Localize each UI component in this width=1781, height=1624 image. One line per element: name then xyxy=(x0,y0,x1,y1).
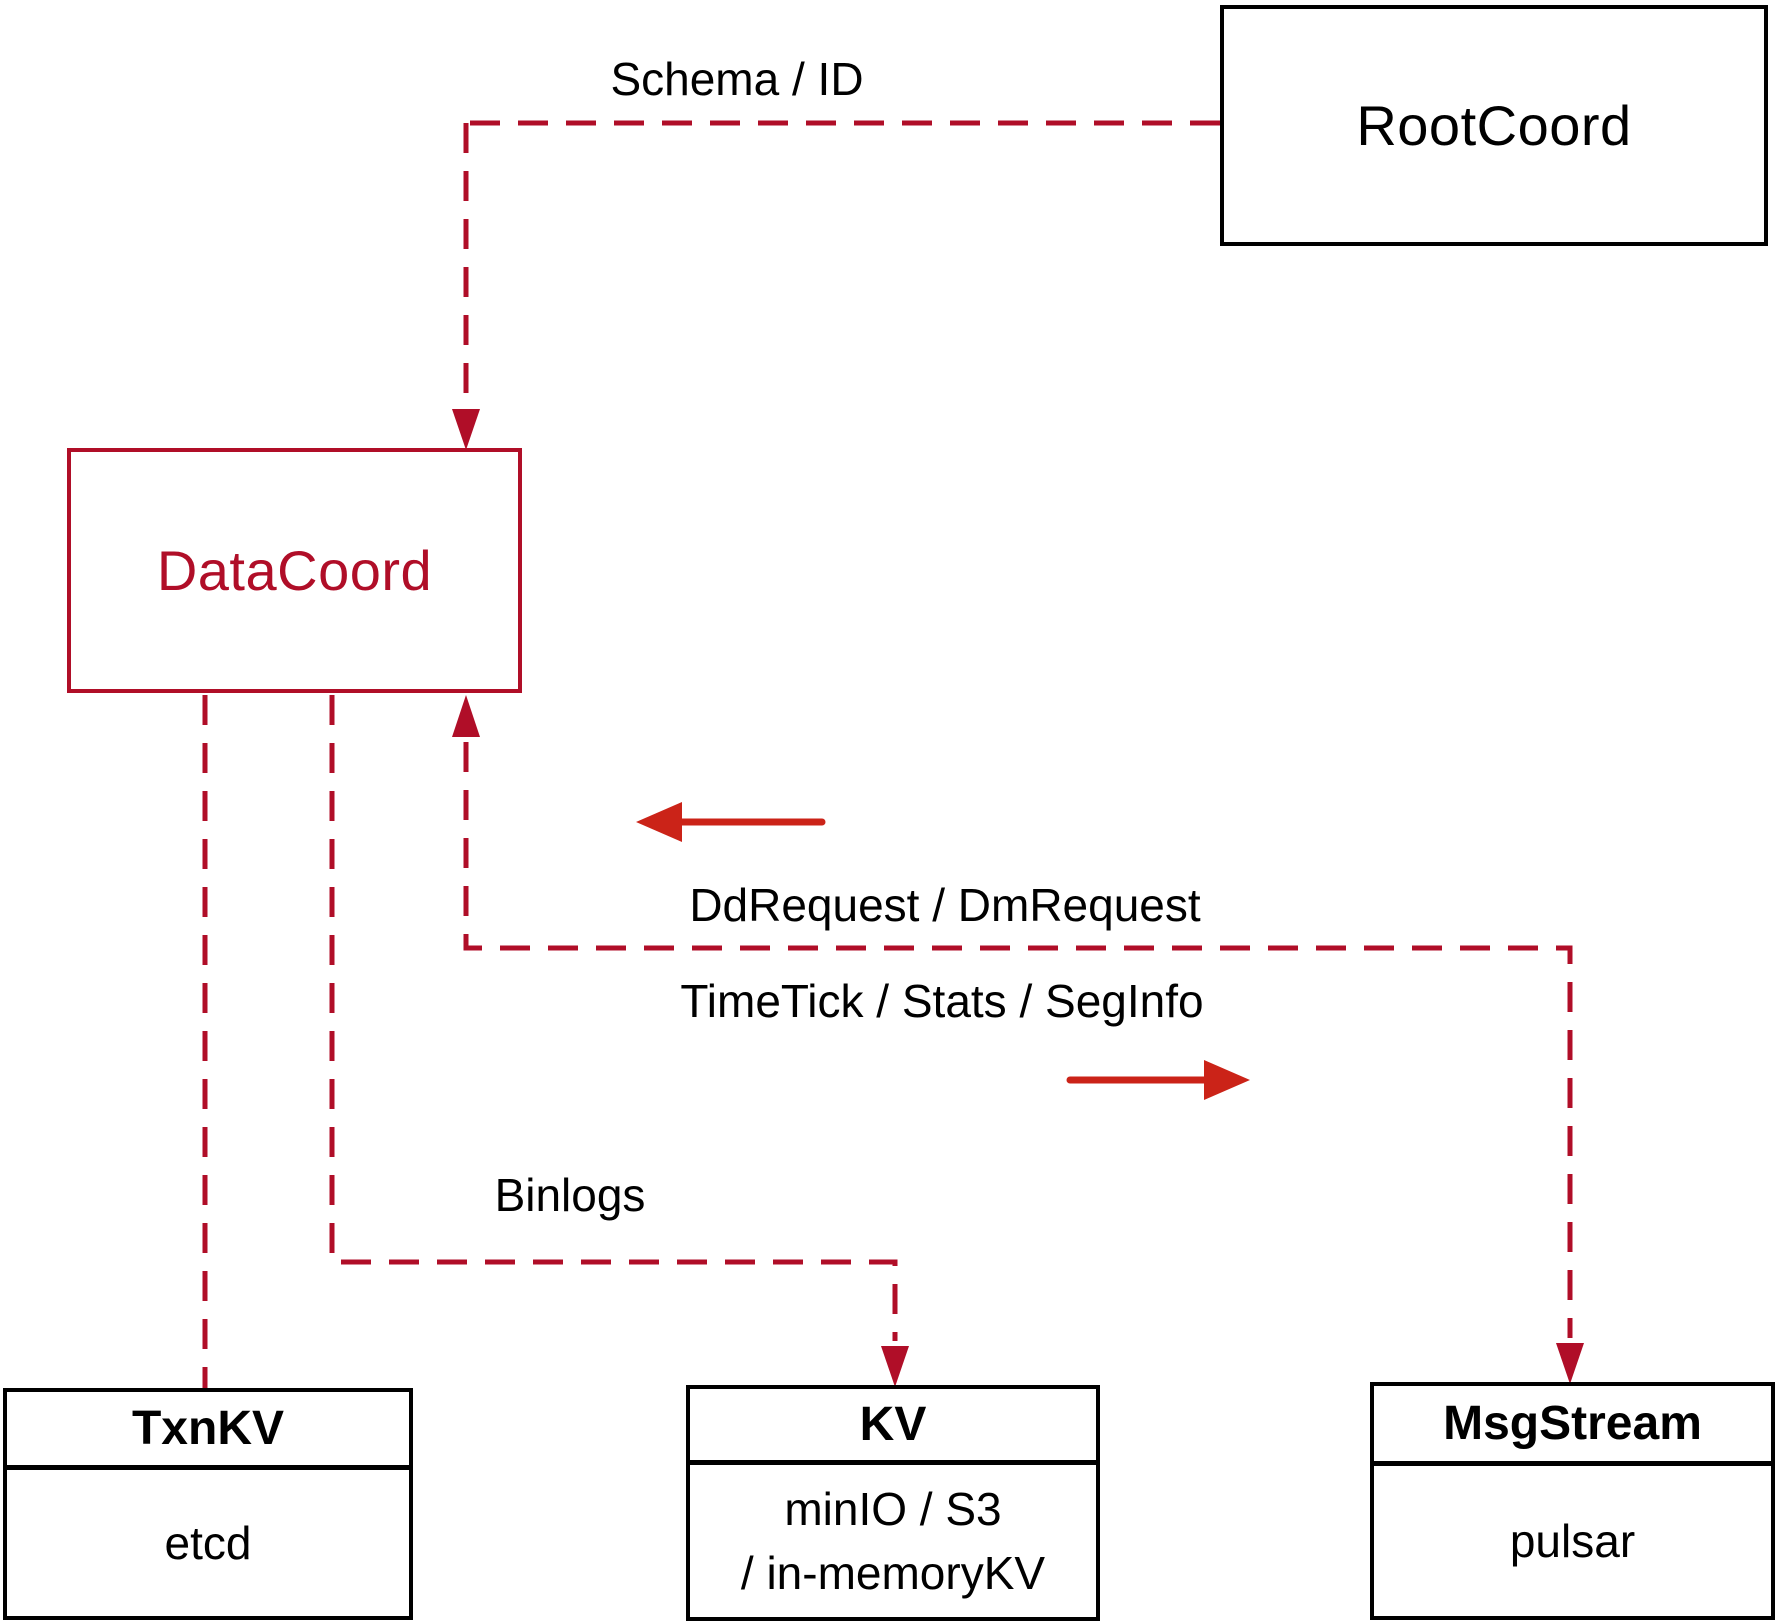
edge-label-binlogs: Binlogs xyxy=(494,1169,646,1221)
kv-body-line2: / in-memoryKV xyxy=(740,1547,1046,1599)
rootcoord-box: RootCoord xyxy=(1220,5,1768,246)
arrowhead-into-datacoord-bottom-icon xyxy=(452,695,480,737)
edge-datacoord-to-kv-binlogs xyxy=(329,695,898,1341)
arrowhead-into-kv-top-icon xyxy=(881,1346,909,1387)
arrowhead-into-datacoord-top-icon xyxy=(452,409,480,450)
right-direction-arrow-icon xyxy=(1204,1060,1250,1100)
arrowhead-into-msgstream-top-icon xyxy=(1556,1343,1584,1384)
kv-box: KV minIO / S3 / in-memoryKV xyxy=(686,1385,1100,1621)
txnkv-box: TxnKV etcd xyxy=(3,1388,413,1620)
msgstream-body-text: pulsar xyxy=(1509,1515,1636,1567)
txnkv-body: etcd xyxy=(7,1470,409,1616)
datacoord-box: DataCoord xyxy=(67,448,522,693)
msgstream-body: pulsar xyxy=(1374,1466,1771,1616)
txnkv-header: TxnKV xyxy=(7,1392,409,1470)
txnkv-body-text: etcd xyxy=(164,1517,252,1569)
rootcoord-title: RootCoord xyxy=(1356,94,1632,157)
edge-rootcoord-to-datacoord xyxy=(463,120,1220,404)
left-direction-arrow-icon xyxy=(636,802,682,842)
kv-body-line1: minIO / S3 xyxy=(784,1483,1002,1535)
msgstream-box: MsgStream pulsar xyxy=(1370,1382,1775,1620)
edge-label-schema-id: Schema / ID xyxy=(610,53,864,105)
edge-label-timetick-stats-seginfo: TimeTick / Stats / SegInfo xyxy=(680,975,1204,1027)
kv-header: KV xyxy=(690,1389,1096,1465)
edge-label-ddrequest-dmrequest: DdRequest / DmRequest xyxy=(689,879,1201,931)
msgstream-header: MsgStream xyxy=(1374,1386,1771,1466)
edge-datacoord-msgstream xyxy=(463,742,1573,1338)
kv-body: minIO / S3 / in-memoryKV xyxy=(690,1465,1096,1617)
datacoord-title: DataCoord xyxy=(156,539,433,602)
